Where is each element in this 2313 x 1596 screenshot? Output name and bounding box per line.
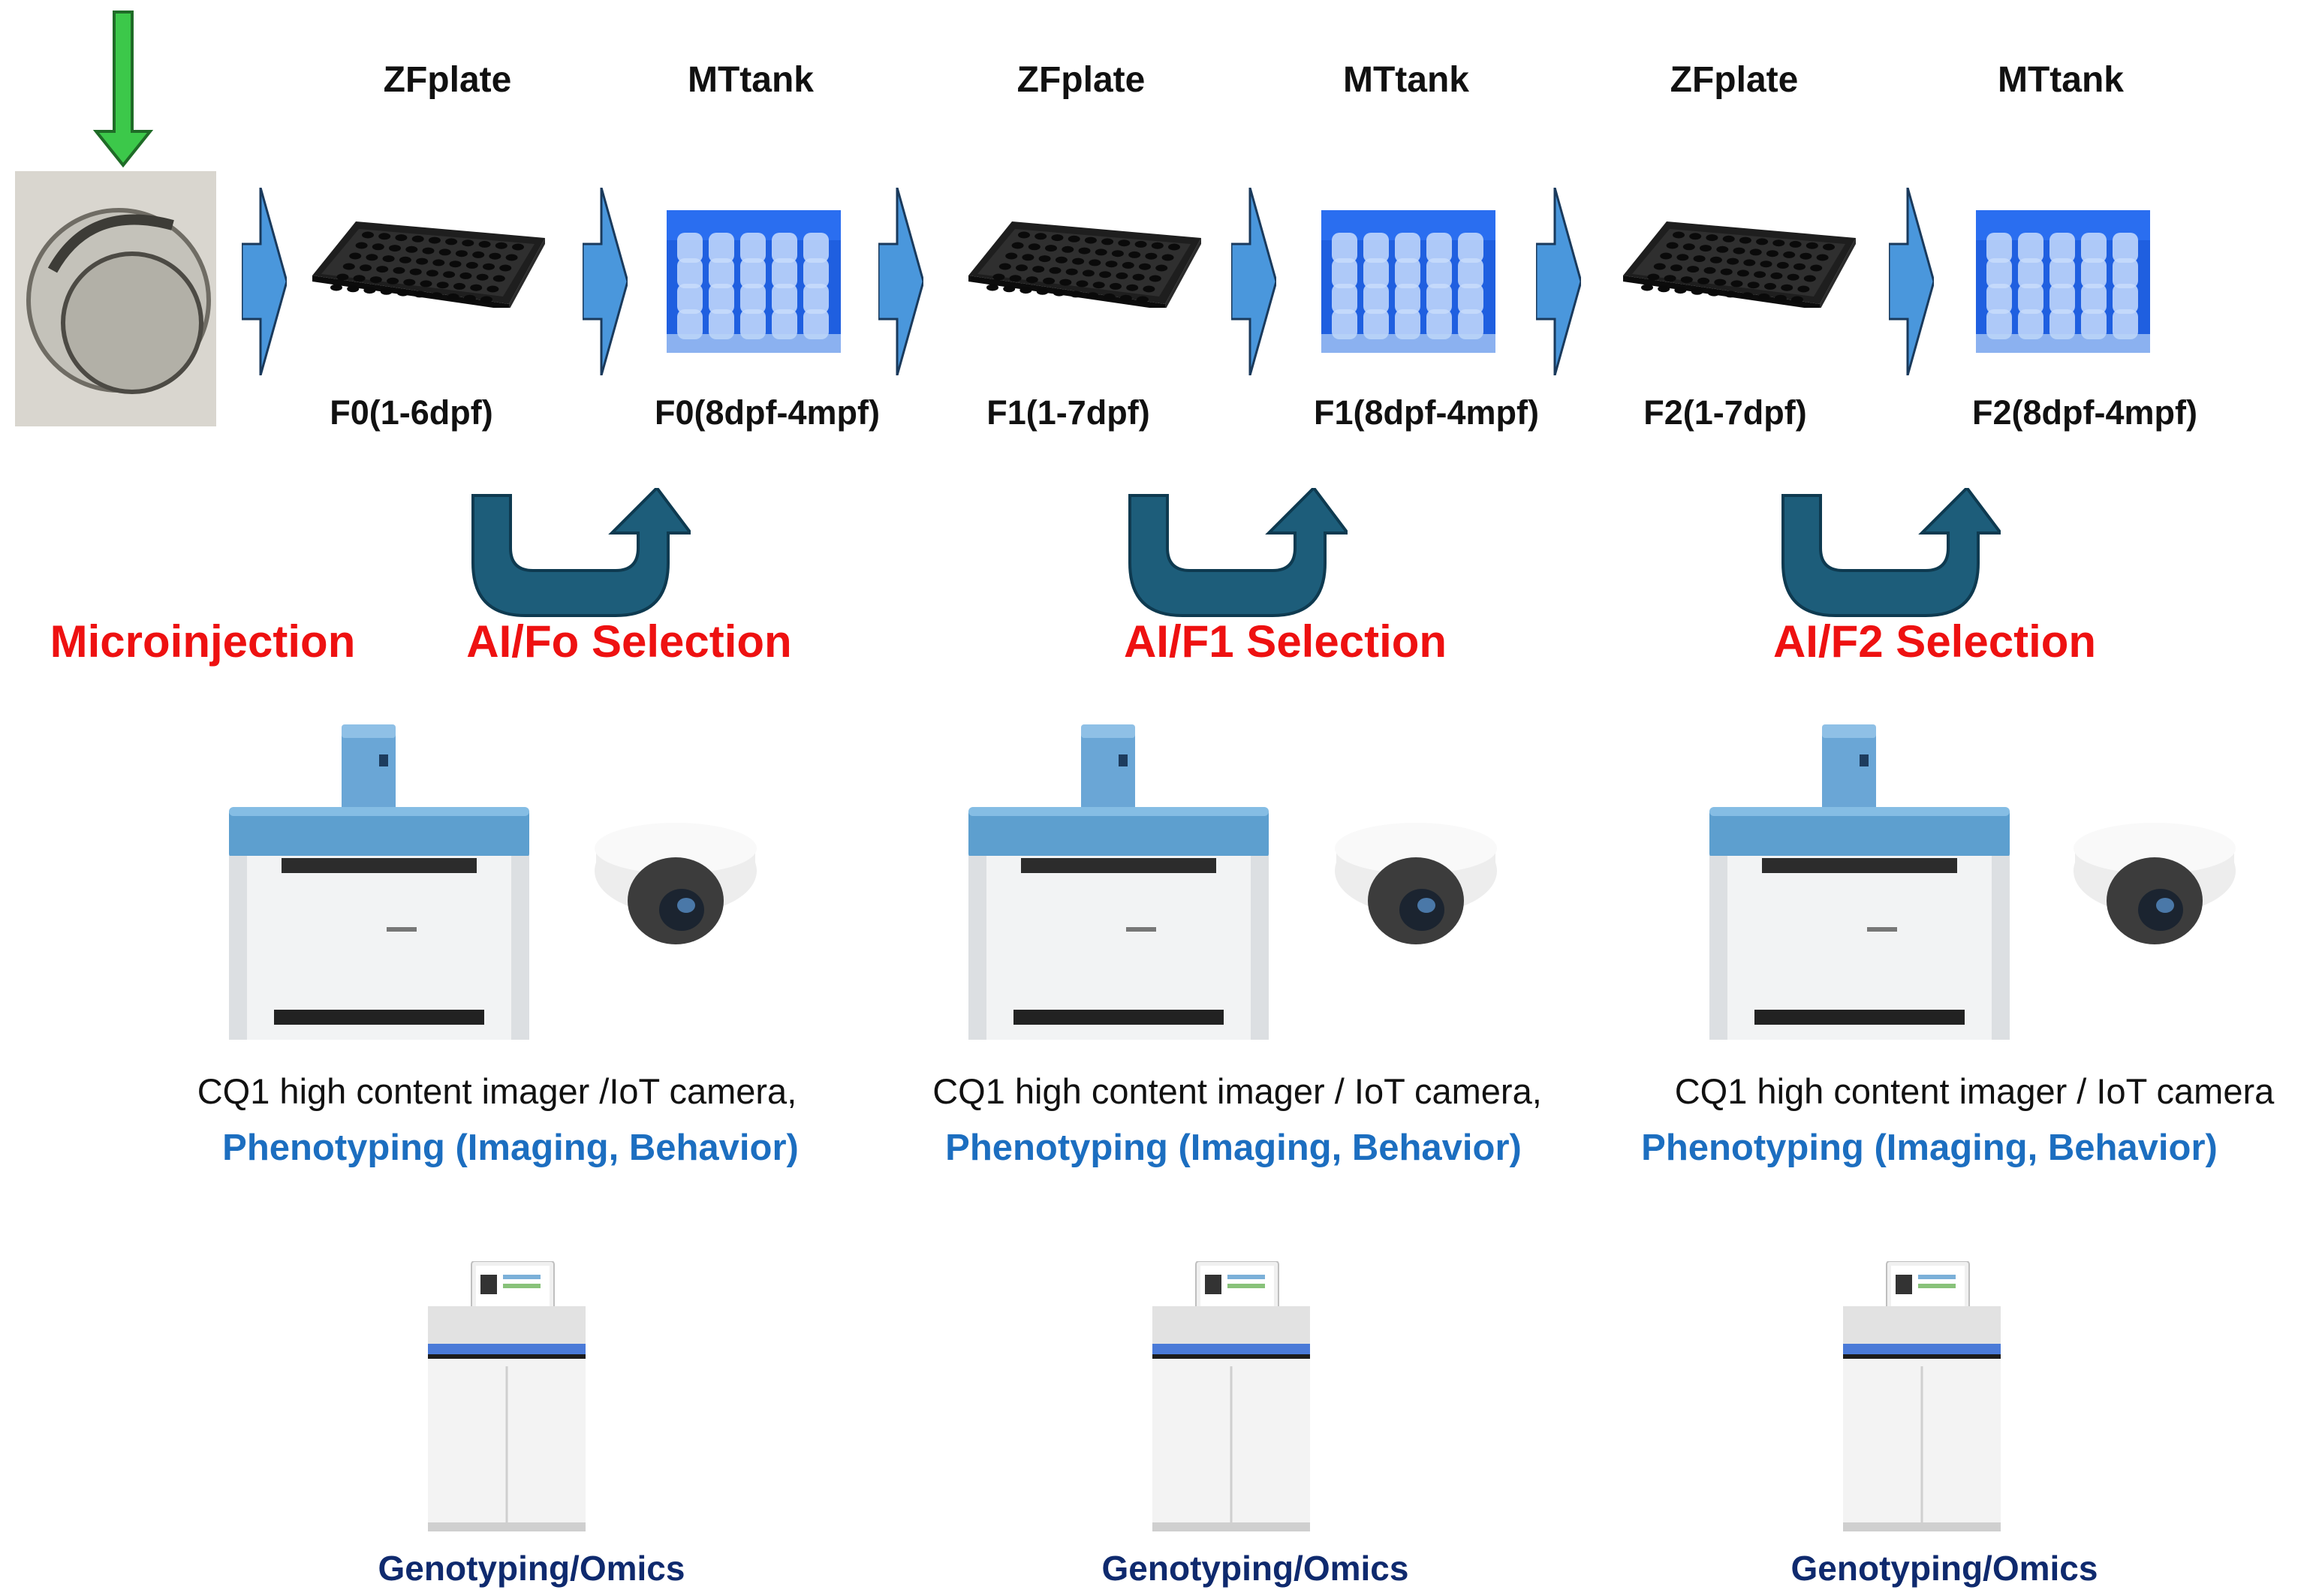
imager-image-3 <box>1709 724 2010 1040</box>
sequencer-image-3 <box>1843 1261 2001 1531</box>
imager-image-2 <box>968 724 1269 1040</box>
plate-image-3 <box>1623 221 1856 308</box>
header-zfplate-1: ZFplate <box>384 60 512 100</box>
flow-arrow-icon <box>242 188 287 375</box>
flow-arrow-icon <box>878 188 923 375</box>
instrument-label: CQ1 high content imager / IoT camera <box>1675 1071 2275 1111</box>
header-zfplate-3: ZFplate <box>1670 60 1799 100</box>
injection-arrow-icon <box>92 11 154 168</box>
imager-image-1 <box>229 724 529 1040</box>
stage-label: F2(8dpf-4mpf) <box>1972 393 2197 432</box>
header-zfplate-2: ZFplate <box>1017 60 1146 100</box>
phenotyping-label: Phenotyping (Imaging, Behavior) <box>222 1128 799 1168</box>
stage-label: F0(1-6dpf) <box>330 393 493 432</box>
stage-label: F1(8dpf-4mpf) <box>1314 393 1539 432</box>
selection-label: AI/Fo Selection <box>466 616 791 667</box>
stage-label: F1(1-7dpf) <box>986 393 1150 432</box>
camera-icon <box>595 823 757 944</box>
header-mttank-1: MTtank <box>688 60 814 100</box>
phenotyping-label: Phenotyping (Imaging, Behavior) <box>945 1128 1522 1168</box>
flow-arrow-icon <box>583 188 628 375</box>
genotyping-label: Genotyping/Omics <box>378 1549 685 1588</box>
microinjection-label: Microinjection <box>50 616 356 667</box>
genotyping-label: Genotyping/Omics <box>1791 1549 2098 1588</box>
phenotyping-label: Phenotyping (Imaging, Behavior) <box>1641 1128 2218 1168</box>
plate-image-2 <box>968 221 1201 308</box>
header-mttank-2: MTtank <box>1343 60 1469 100</box>
instrument-label: CQ1 high content imager / IoT camera, <box>932 1071 1542 1111</box>
flow-arrow-icon <box>1889 188 1934 375</box>
flow-arrow-icon <box>1536 188 1581 375</box>
selection-arrow-icon <box>1781 488 2001 617</box>
stage-label: F0(8dpf-4mpf) <box>655 393 880 432</box>
genotyping-label: Genotyping/Omics <box>1102 1549 1409 1588</box>
selection-arrow-icon <box>471 488 691 617</box>
tank-image-2 <box>1321 210 1495 353</box>
flow-arrow-icon <box>1231 188 1276 375</box>
tank-image-1 <box>667 210 841 353</box>
tank-image-3 <box>1976 210 2150 353</box>
selection-label: AI/F2 Selection <box>1773 616 2096 667</box>
sequencer-image-1 <box>428 1261 586 1531</box>
selection-label: AI/F1 Selection <box>1124 616 1447 667</box>
stage-label: F2(1-7dpf) <box>1643 393 1807 432</box>
selection-arrow-icon <box>1128 488 1348 617</box>
camera-icon <box>1335 823 1497 944</box>
plate-image-1 <box>312 221 545 308</box>
camera-icon <box>2074 823 2236 944</box>
sequencer-image-2 <box>1152 1261 1310 1531</box>
instrument-label: CQ1 high content imager /IoT camera, <box>197 1071 797 1111</box>
header-mttank-3: MTtank <box>1998 60 2124 100</box>
embryo-photo <box>15 171 216 426</box>
